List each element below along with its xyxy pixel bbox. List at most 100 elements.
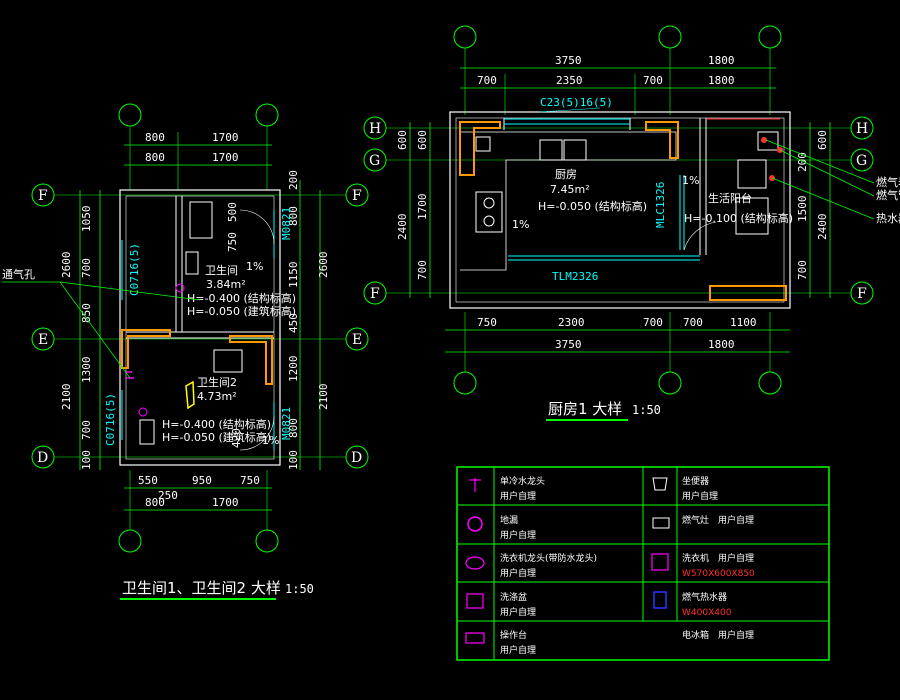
svg-text:2350: 2350: [556, 74, 583, 87]
gas-stove-icon: [475, 191, 503, 233]
door-tag: TLM2326: [552, 270, 598, 283]
axis-label-f-right: F: [857, 286, 867, 302]
svg-text:700: 700: [796, 260, 809, 280]
svg-text:550: 550: [138, 474, 158, 487]
svg-text:600: 600: [416, 130, 429, 150]
svg-text:100: 100: [80, 450, 93, 470]
svg-text:200: 200: [796, 152, 809, 172]
water-heater-icon: [653, 591, 667, 609]
svg-text:700: 700: [643, 74, 663, 87]
svg-text:1700: 1700: [212, 496, 239, 509]
sink-icon: [466, 593, 484, 609]
axis-label-f: F: [38, 188, 48, 204]
lead-label: 燃气管: [876, 188, 900, 202]
svg-text:800: 800: [287, 206, 300, 226]
legend-name: 地漏: [500, 514, 518, 526]
legend-right-note: 用户自理: [718, 514, 754, 526]
sink-icon: [539, 139, 563, 161]
legend-right-note: 用户自理: [682, 490, 718, 502]
axis-label-f-right: F: [352, 188, 362, 204]
svg-text:850: 850: [80, 303, 93, 323]
slope-label: 1%: [512, 218, 529, 231]
door-tag: M0821: [280, 407, 293, 440]
bathroom-outer-wall: [119, 189, 281, 466]
svg-text:1100: 1100: [730, 316, 757, 329]
svg-text:420: 420: [230, 428, 243, 448]
bathroom-title: 卫生间1、卫生间2 大样: [122, 579, 281, 597]
legend-right-spec: W400X400: [682, 608, 732, 618]
balcony-sink: [735, 197, 769, 235]
elevation-label: H=-0.400 (结构标高): [162, 417, 271, 431]
svg-text:700: 700: [643, 316, 663, 329]
axis-label-g: G: [369, 153, 380, 169]
kitchen-outer-wall: [449, 111, 791, 309]
axis-label-f: F: [370, 286, 380, 302]
legend-note: 用户自理: [500, 644, 536, 656]
bathroom-scale: 1:50: [285, 582, 314, 596]
room-area: 4.73m²: [197, 390, 237, 403]
kitchen-plan: 3750 1800 700 2350 700 1800 H G F H G F …: [363, 25, 900, 421]
grab-bar: [185, 380, 195, 410]
svg-text:1150: 1150: [287, 262, 300, 289]
svg-text:1500: 1500: [796, 196, 809, 223]
elevation-label: H=-0.400 (结构标高): [187, 291, 296, 305]
room-area: 3.84m²: [206, 278, 246, 291]
kitchen-title: 厨房1 大样: [548, 400, 622, 418]
svg-text:950: 950: [192, 474, 212, 487]
elevation-label: H=-0.050 (建筑标高): [162, 430, 271, 444]
axis-label-h-right: H: [856, 121, 868, 137]
svg-text:2400: 2400: [396, 214, 409, 241]
svg-text:2600: 2600: [317, 252, 330, 279]
kitchen-scale: 1:50: [632, 403, 661, 417]
balcony-name: 生活阳台: [708, 191, 752, 205]
slope-label: 1%: [246, 260, 263, 273]
washer-icon: [651, 553, 669, 571]
axis-label-g-right: G: [856, 153, 867, 169]
washbasin: [189, 201, 213, 239]
svg-text:1700: 1700: [416, 194, 429, 221]
gas-stove-icon: [652, 517, 670, 529]
svg-text:250: 250: [158, 489, 178, 502]
washbasin-icon: [465, 556, 485, 570]
legend-name: 操作台: [500, 629, 527, 641]
counter-top: [460, 131, 677, 271]
window-tag: C0716(5): [104, 393, 117, 446]
washer-icon: [737, 159, 767, 189]
axis-label-h: H: [369, 121, 381, 137]
door-swing: [239, 415, 275, 451]
dimension-label: 800: [145, 151, 165, 164]
svg-text:2400: 2400: [816, 214, 829, 241]
elevation-label: H=-0.050 (结构标高): [538, 199, 647, 213]
svg-text:2100: 2100: [317, 384, 330, 411]
svg-text:700: 700: [416, 260, 429, 280]
legend-note: 用户自理: [500, 490, 536, 502]
structural-column: [121, 329, 171, 369]
svg-text:750: 750: [240, 474, 260, 487]
room-name: 厨房: [555, 168, 577, 181]
svg-text:1300: 1300: [80, 357, 93, 384]
svg-text:800: 800: [287, 418, 300, 438]
window-tag: C23(5)16(5): [540, 96, 613, 109]
svg-text:2100: 2100: [60, 384, 73, 411]
toilet-icon: [652, 477, 668, 491]
legend-right-name: 洗衣机: [682, 552, 709, 564]
legend-right-name: 燃气灶: [682, 514, 709, 526]
toilet: [139, 419, 155, 445]
svg-text:1800: 1800: [708, 338, 735, 351]
svg-text:2600: 2600: [60, 252, 73, 279]
floor-drain-icon: [467, 516, 483, 532]
grid-bubble: [255, 103, 279, 127]
window-tag: C0716(5): [128, 243, 141, 296]
svg-text:700: 700: [80, 420, 93, 440]
structural-column: [459, 121, 501, 176]
svg-text:750: 750: [226, 232, 239, 252]
counter-icon: [465, 632, 485, 644]
legend-name: 单冷水龙头: [500, 475, 545, 487]
dimension-label: 1700: [212, 151, 239, 164]
svg-text:600: 600: [816, 130, 829, 150]
structural-column: [645, 121, 679, 159]
fixture-legend-table: 单冷水龙头 用户自理 地漏 用户自理 洗衣机龙头(带防水龙头) 用户自理 洗涤盆…: [456, 466, 830, 661]
legend-right-note: 用户自理: [718, 629, 754, 641]
axis-label-e-right: E: [352, 332, 362, 348]
